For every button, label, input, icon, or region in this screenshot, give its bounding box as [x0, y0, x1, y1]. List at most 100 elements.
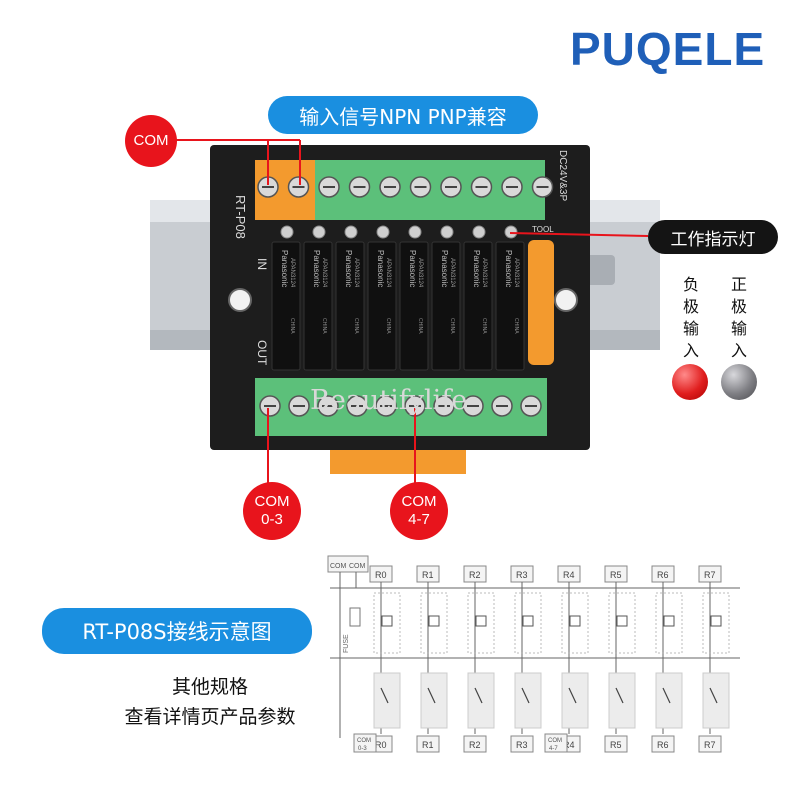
relay — [303, 241, 333, 371]
diagram-output-label: R6 — [657, 740, 669, 750]
relay-brand-text: Panasonic — [472, 250, 481, 287]
relay — [399, 241, 429, 371]
com-top-text: COM — [133, 132, 169, 149]
status-led — [312, 225, 326, 239]
diagram-com-2: COM — [349, 563, 366, 570]
model-label: RT-P08 — [233, 195, 248, 239]
status-led — [408, 225, 422, 239]
diagram-coil — [616, 615, 628, 627]
negative-input-label: 负极输入 — [682, 275, 699, 360]
diagram-contact — [709, 687, 718, 704]
relay-origin-text: CHINA — [321, 318, 327, 334]
work-indicator-label: 工作指示灯 — [648, 220, 778, 254]
relay-brand-text: Panasonic — [312, 250, 321, 287]
input-signal-label: 输入信号NPN PNP兼容 — [268, 96, 538, 134]
side-latch — [528, 240, 554, 365]
relay-origin-text: CHINA — [481, 318, 487, 334]
diagram-output-box — [510, 735, 534, 753]
diagram-contact — [380, 687, 389, 704]
relay-model-text: APAN3124 — [321, 258, 327, 288]
diagram-com-0-3-a: COM — [357, 738, 371, 744]
status-led — [504, 225, 518, 239]
diagram-input-label: R3 — [516, 570, 528, 580]
relay-origin-text: CHINA — [513, 318, 519, 334]
relay-model-text: APAN3124 — [417, 258, 423, 288]
diagram-com-4-7-b: 4-7 — [549, 746, 558, 752]
relay — [463, 241, 493, 371]
relay-origin-text: CHINA — [385, 318, 391, 334]
diagram-coil — [522, 615, 534, 627]
relay-origin-text: CHINA — [289, 318, 295, 334]
brand-logo: PUQELE — [570, 23, 766, 75]
diagram-output-label: R4 — [563, 740, 575, 750]
diagram-input-label: R1 — [422, 570, 434, 580]
diagram-contact — [662, 687, 671, 704]
in-label: IN — [255, 258, 269, 270]
com-0-3-callout: COM 0-3 — [243, 482, 301, 540]
relay-model-text: APAN3124 — [353, 258, 359, 288]
relay-model-text: APAN3124 — [289, 258, 295, 288]
diagram-coil — [475, 615, 487, 627]
status-led — [440, 225, 454, 239]
diagram-output-box — [651, 735, 675, 753]
diagram-input-label: R2 — [469, 570, 481, 580]
diagram-com-0-3-b: 0-3 — [358, 746, 367, 752]
status-led — [344, 225, 358, 239]
spec-line-1: 其他规格 — [171, 676, 248, 698]
relay-brand-text: Panasonic — [440, 250, 449, 287]
diagram-contact — [474, 687, 483, 704]
relay-brand-text: Panasonic — [504, 250, 513, 287]
diagram-input-label: R4 — [563, 570, 575, 580]
diagram-output-label: R2 — [469, 740, 481, 750]
diagram-contact — [615, 687, 624, 704]
relay-origin-text: CHINA — [417, 318, 423, 334]
diagram-input-label: R6 — [657, 570, 669, 580]
com-4-7-line1: COM — [401, 493, 437, 510]
relay-model-text: APAN3124 — [481, 258, 487, 288]
diagram-contact — [427, 687, 436, 704]
diagram-output-label: R3 — [516, 740, 528, 750]
diagram-coil — [569, 615, 581, 627]
relay-brand-text: Panasonic — [376, 250, 385, 287]
relay — [495, 241, 525, 371]
diagram-output-box — [416, 735, 440, 753]
relay — [271, 241, 301, 371]
relay-model-text: APAN3124 — [385, 258, 391, 288]
diagram-input-label: R7 — [704, 570, 716, 580]
wiring-diagram-title: RT-P08S接线示意图 — [42, 608, 312, 654]
com-4-7-line2: 4-7 — [408, 511, 430, 528]
mount-hole-left — [228, 288, 252, 312]
relay-brand-text: Panasonic — [280, 250, 289, 287]
diagram-output-box — [698, 735, 722, 753]
diagram-contact — [568, 687, 577, 704]
relay-brand-text: Panasonic — [408, 250, 417, 287]
diagram-contact — [521, 687, 530, 704]
com-0-3-line1: COM — [254, 493, 290, 510]
relay — [431, 241, 461, 371]
relay — [367, 241, 397, 371]
status-led — [280, 225, 294, 239]
tool-label: TOOL — [532, 225, 554, 234]
diagram-output-label: R1 — [422, 740, 434, 750]
diagram-coil — [428, 615, 440, 627]
diagram-com-4-7-a: COM — [548, 738, 562, 744]
diagram-input-label: R5 — [610, 570, 622, 580]
relay-origin-text: CHINA — [353, 318, 359, 334]
relay-model-text: APAN3124 — [513, 258, 519, 288]
diagram-output-label: R0 — [375, 740, 387, 750]
diagram-output-label: R7 — [704, 740, 716, 750]
diagram-coil — [710, 615, 722, 627]
diagram-output-box — [463, 735, 487, 753]
positive-input-label: 正极输入 — [730, 275, 747, 360]
bottom-clip — [330, 450, 466, 474]
diagram-coil — [663, 615, 675, 627]
com-0-3-line2: 0-3 — [261, 511, 283, 528]
diagram-output-box — [604, 735, 628, 753]
com-top-callout: COM — [125, 115, 177, 167]
out-label: OUT — [255, 340, 269, 366]
negative-led-icon — [672, 364, 708, 400]
fuse-label: FUSE — [343, 634, 350, 653]
voltage-label: DC24V&3P — [557, 150, 568, 201]
mount-hole-right — [554, 288, 578, 312]
